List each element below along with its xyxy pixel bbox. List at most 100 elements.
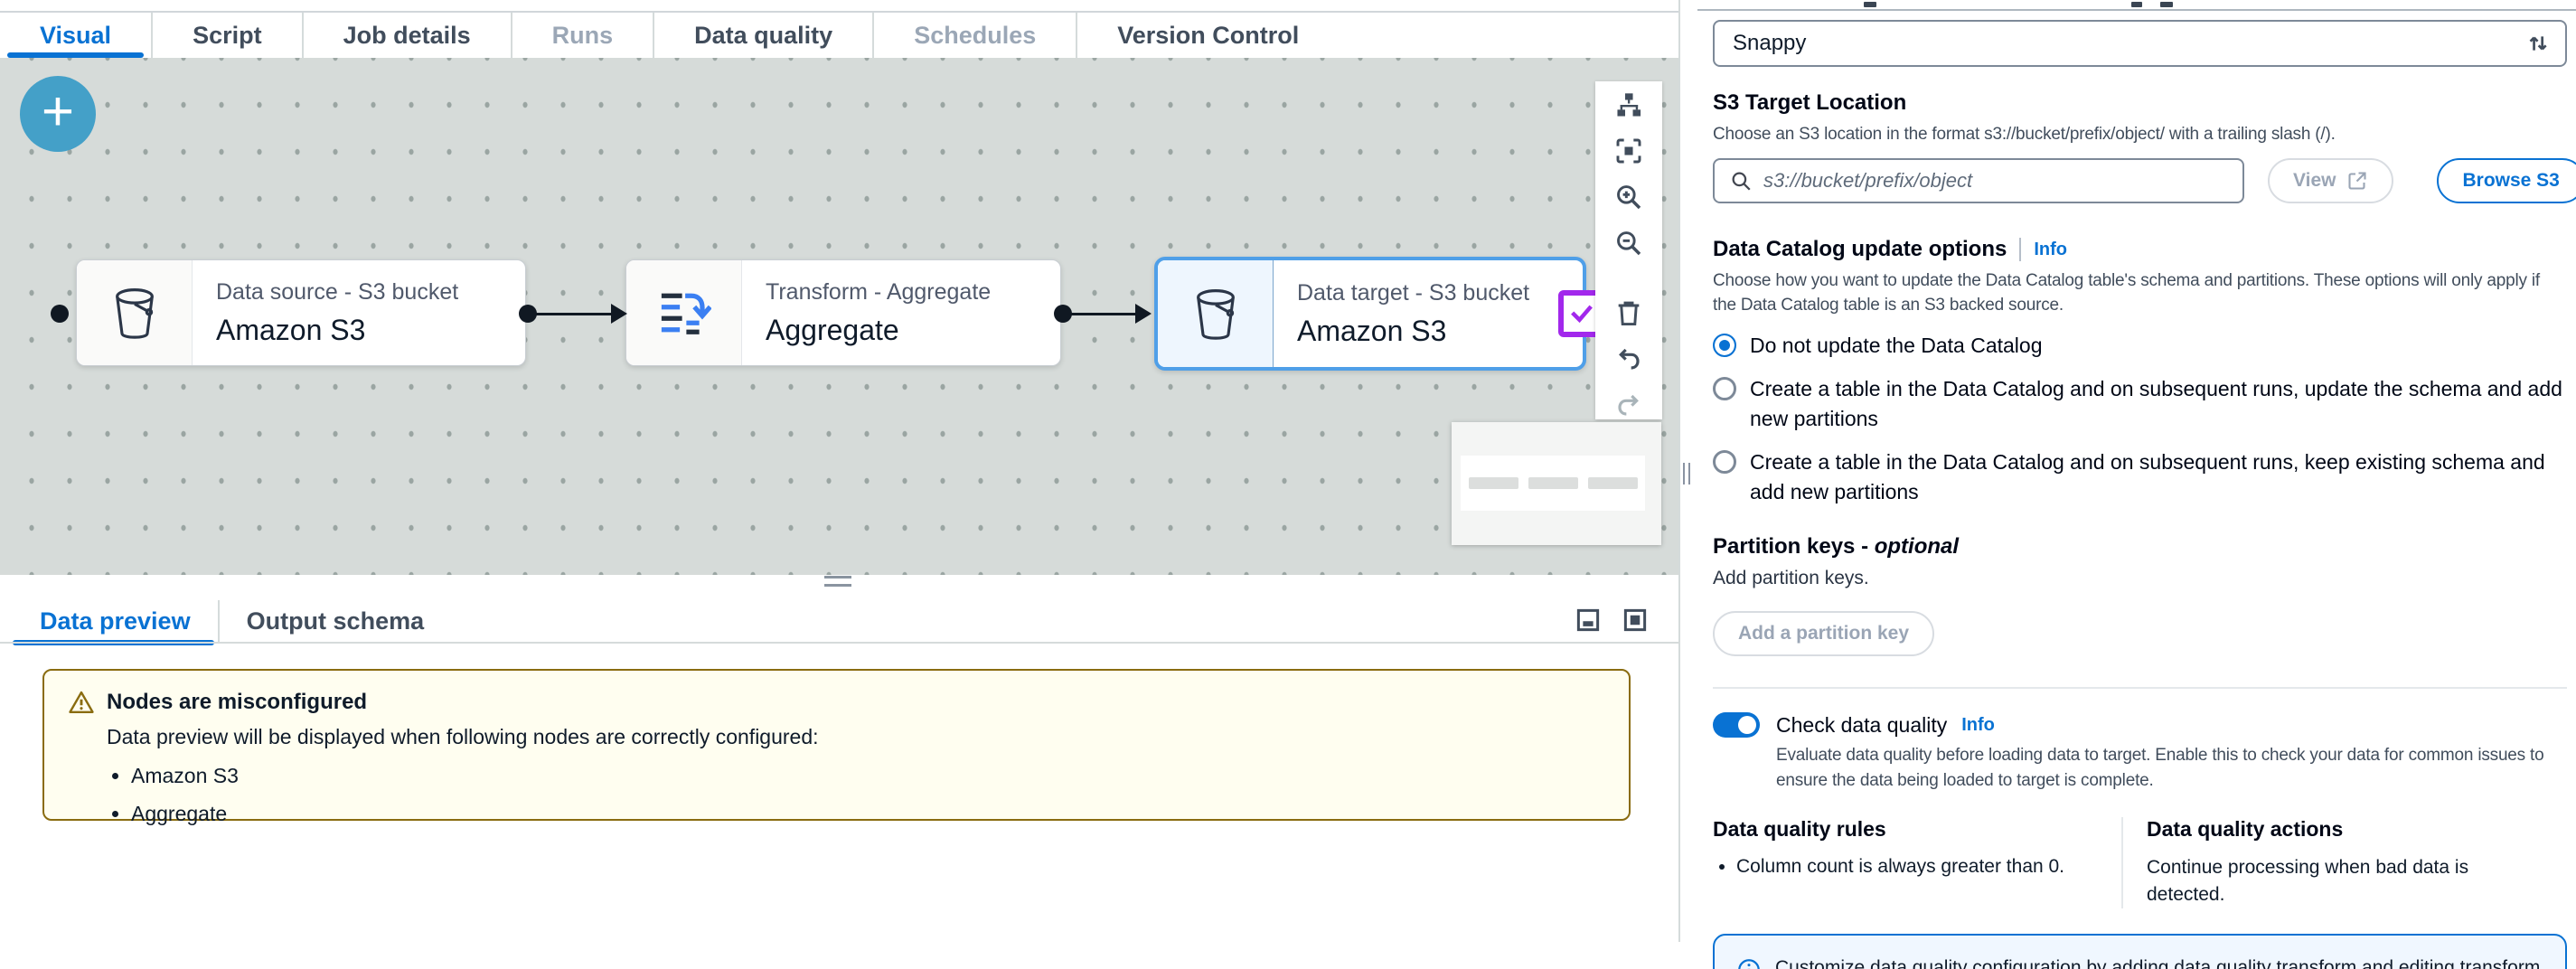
expand-panel-icon[interactable] — [1621, 606, 1650, 635]
list-item: Amazon S3 — [131, 764, 1605, 788]
nodes-misconfigured-warning: Nodes are misconfigured Data preview wil… — [42, 669, 1631, 825]
edge-arrowhead — [611, 304, 627, 324]
radio-option-create-update-schema[interactable]: Create a table in the Data Catalog and o… — [1713, 374, 2567, 434]
edge-source-to-aggregate — [535, 313, 613, 315]
data-quality-columns: Data quality rules Column count is alway… — [1713, 817, 2567, 908]
radio-icon[interactable] — [1713, 377, 1736, 400]
rules-list: Column count is always greater than 0. — [1736, 856, 2121, 878]
actions-text: Continue processing when bad data is det… — [2147, 857, 2469, 905]
caret-up-down-icon — [2525, 31, 2551, 56]
s3-location-input[interactable] — [1762, 168, 2228, 193]
section-divider — [1713, 687, 2567, 689]
s3-target-location-description: Choose an S3 location in the format s3:/… — [1713, 125, 2336, 144]
preview-tabbar: Data preview Output schema — [13, 600, 452, 645]
canvas-toolbar — [1595, 81, 1662, 419]
edge-aggregate-to-target — [1070, 313, 1137, 315]
redo-icon — [1613, 390, 1644, 419]
clipped-text-fragment — [2160, 2, 2173, 7]
node-name: Amazon S3 — [216, 313, 366, 346]
list-item: Aggregate — [131, 802, 1605, 826]
tab-data-preview[interactable]: Data preview — [13, 600, 218, 645]
radio-selected-icon[interactable] — [1713, 334, 1736, 357]
delete-node-icon[interactable] — [1613, 298, 1644, 327]
tab-version-control[interactable]: Version Control — [1076, 13, 1339, 58]
radio-option-create-keep-schema[interactable]: Create a table in the Data Catalog and o… — [1713, 447, 2567, 507]
node-data-target-s3[interactable]: Data target - S3 bucket Amazon S3 — [1154, 257, 1606, 371]
banner-text: Customize data quality configuration by … — [1775, 957, 2541, 969]
undo-icon[interactable] — [1613, 344, 1644, 373]
collapse-panel-icon[interactable] — [1574, 606, 1603, 635]
job-graph-canvas[interactable]: + Data source - S3 bucket Amazon S3 — [0, 58, 1678, 575]
browse-s3-button[interactable]: Browse S3 — [2437, 158, 2576, 203]
node-name: Amazon S3 — [1297, 314, 1447, 347]
preview-panel-controls — [1574, 606, 1650, 635]
compression-type-select[interactable]: Snappy — [1713, 20, 2567, 67]
minimap-node — [1588, 477, 1638, 489]
radio-icon[interactable] — [1713, 450, 1736, 474]
tab-schedules: Schedules — [872, 13, 1076, 58]
s3-bucket-icon — [77, 260, 193, 365]
misconfigured-node-list: Amazon S3 Aggregate — [131, 764, 1605, 826]
clipped-text-fragment — [2131, 2, 2142, 7]
catalog-info-link[interactable]: Info — [2034, 239, 2068, 259]
node-type-label: Data target - S3 bucket — [1297, 279, 1530, 306]
s3-bucket-icon — [1158, 260, 1274, 367]
optional-label: optional — [1874, 534, 1960, 559]
data-quality-rules-column: Data quality rules Column count is alway… — [1713, 817, 2121, 908]
panel-resize-grip[interactable] — [1683, 463, 1690, 484]
search-icon — [1729, 169, 1753, 193]
warning-icon — [68, 689, 95, 716]
warning-title: Nodes are misconfigured — [107, 690, 368, 714]
edge-arrowhead — [1135, 304, 1152, 324]
auto-layout-icon[interactable] — [1613, 90, 1644, 119]
zoom-in-icon[interactable] — [1613, 183, 1644, 212]
data-quality-info-link[interactable]: Info — [1961, 714, 1995, 735]
data-catalog-options-description: Choose how you want to update the Data C… — [1713, 271, 2540, 315]
fit-to-screen-icon[interactable] — [1613, 136, 1644, 165]
input-port[interactable] — [51, 305, 69, 323]
canvas-minimap[interactable] — [1452, 422, 1661, 545]
minimap-viewport — [1461, 456, 1645, 511]
node-transform-aggregate[interactable]: Transform - Aggregate Aggregate — [625, 259, 1061, 366]
tabbar-divider — [0, 642, 1678, 644]
aggregate-icon — [626, 260, 742, 365]
node-data-source-s3[interactable]: Data source - S3 bucket Amazon S3 — [76, 259, 526, 366]
tab-job-details[interactable]: Job details — [301, 13, 511, 58]
data-quality-toggle[interactable] — [1713, 712, 1760, 738]
output-port[interactable] — [1054, 305, 1072, 323]
data-quality-actions-column: Data quality actions Continue processing… — [2147, 817, 2567, 908]
info-circle-icon — [1736, 957, 1762, 969]
right-panel-top-rule — [1697, 9, 2576, 11]
tab-data-quality[interactable]: Data quality — [653, 13, 872, 58]
add-node-button[interactable]: + — [20, 76, 96, 152]
partition-keys-description: Add partition keys. — [1713, 568, 1869, 588]
zoom-out-icon[interactable] — [1613, 229, 1644, 258]
tab-output-schema[interactable]: Output schema — [217, 600, 452, 642]
panel-resize-handle[interactable] — [824, 576, 851, 587]
tab-runs: Runs — [510, 13, 653, 58]
clipped-text-fragment — [1864, 2, 1876, 7]
check-data-quality-row: Check data quality Info — [1713, 712, 2567, 738]
tab-script[interactable]: Script — [151, 13, 302, 58]
output-port[interactable] — [519, 305, 537, 323]
tab-visual[interactable]: Visual — [0, 13, 151, 58]
rule-item: Column count is always greater than 0. — [1736, 856, 2121, 878]
minimap-node — [1528, 477, 1578, 489]
radio-option-no-update[interactable]: Do not update the Data Catalog — [1713, 331, 2567, 361]
panel-vertical-divider — [1678, 0, 1680, 942]
data-quality-description: Evaluate data quality before loading dat… — [1776, 746, 2544, 790]
column-divider — [2121, 817, 2123, 908]
data-catalog-options-heading-row: Data Catalog update options Info — [1713, 237, 2567, 262]
selected-compression-value: Snappy — [1733, 31, 1807, 55]
minimap-node — [1469, 477, 1518, 489]
partition-keys-heading: Partition keys - optional — [1713, 534, 1960, 559]
actions-heading: Data quality actions — [2147, 817, 2344, 841]
add-partition-key-button: Add a partition key — [1713, 611, 1935, 656]
data-quality-info-banner: Customize data quality configuration by … — [1713, 934, 2567, 969]
data-catalog-options-heading: Data Catalog update options — [1713, 237, 2007, 261]
s3-location-input-wrap — [1713, 158, 2244, 203]
node-type-label: Transform - Aggregate — [766, 278, 992, 305]
rules-heading: Data quality rules — [1713, 817, 1886, 841]
s3-target-location-row: View Browse S3 — [1713, 155, 2576, 206]
external-link-icon — [2346, 170, 2368, 192]
